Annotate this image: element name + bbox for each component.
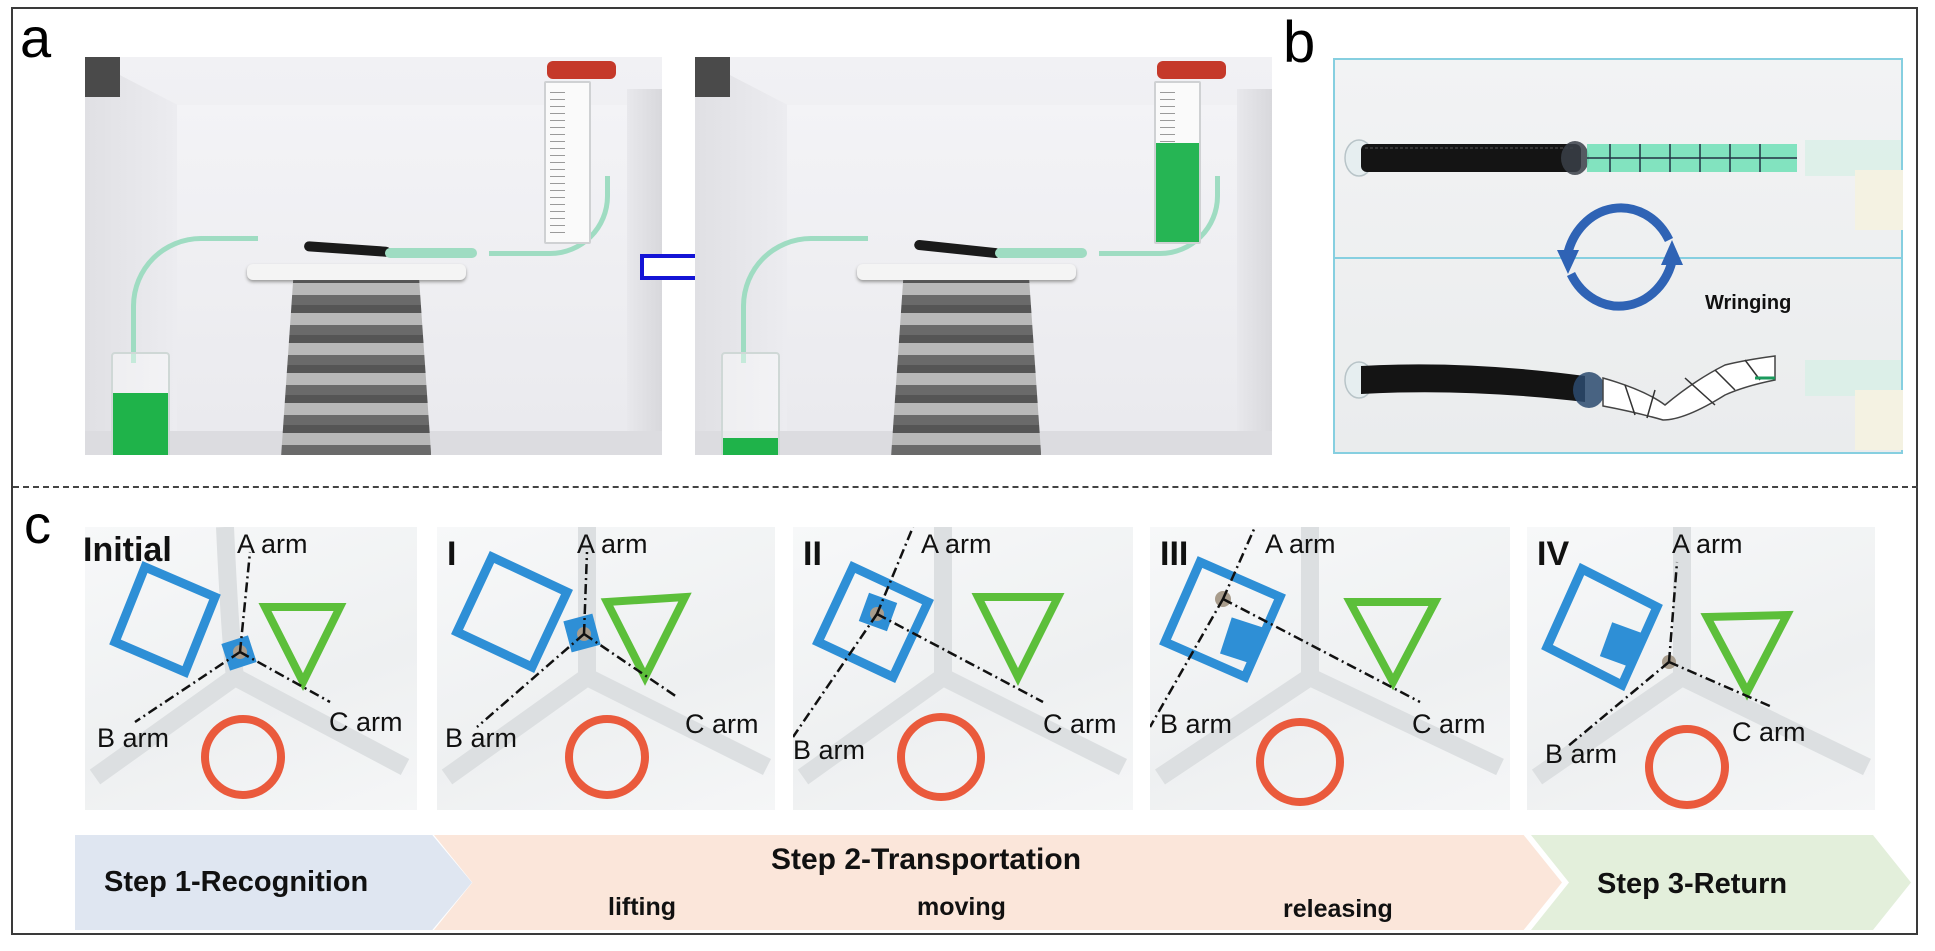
b-arm-label: B arm (445, 723, 518, 753)
substep-lifting: lifting (608, 893, 677, 921)
step-3-label: Step 3-Return (1597, 868, 1788, 900)
stage-photo-initial: Initial A arm B arm C arm (85, 527, 417, 810)
blue-square-target (109, 561, 221, 678)
panel-b-label: b (1283, 10, 1316, 75)
syringe (1153, 80, 1201, 245)
circular-arrows-icon (1562, 203, 1678, 311)
a-arm-label: A arm (1265, 529, 1336, 559)
a-arm-label: A arm (1672, 529, 1743, 559)
a-arm-label: A arm (921, 529, 992, 559)
arm-axes (134, 551, 331, 724)
stage-photo-iv: IV A arm B arm C arm (1527, 527, 1875, 810)
collection-vial (720, 351, 780, 455)
syringe-clamp (1156, 60, 1226, 79)
stage-photo-i: I A arm B arm C arm (437, 527, 775, 810)
stage-photo-iii: III A arm B arm C arm (1150, 527, 1510, 810)
syringe-clamp (546, 60, 616, 79)
stage-title: IV (1537, 535, 1570, 573)
lab-jack (891, 279, 1042, 455)
vial-liquid (722, 438, 778, 455)
outlet-tubing (131, 236, 259, 364)
collection-vial (110, 351, 170, 455)
lab-jack-platform (856, 263, 1076, 280)
b-arm-label: B arm (1160, 709, 1233, 739)
b-arm-label: B arm (1545, 739, 1618, 769)
stage-title: I (447, 535, 457, 573)
panel-b-divider (1335, 257, 1901, 259)
section-divider (13, 486, 1918, 488)
step-1-chevron (75, 835, 472, 930)
panel-a-photo-after (695, 57, 1272, 455)
stage-title: II (803, 535, 822, 573)
tube-after-wringing (1344, 355, 1903, 450)
panel-a-photo-before (85, 57, 662, 455)
stage-title: Initial (85, 531, 172, 569)
lab-jack (281, 279, 432, 455)
green-tube-segment (385, 248, 478, 259)
c-arm-label: C arm (1412, 709, 1486, 739)
lab-jack-platform (246, 263, 466, 280)
wringing-label: Wringing (1705, 292, 1792, 314)
c-arm-label: C arm (1732, 717, 1806, 747)
panel-c-label: c (24, 495, 51, 555)
step-1-label: Step 1-Recognition (104, 866, 369, 898)
outlet-tubing (741, 236, 869, 364)
tube-before-wringing (1344, 139, 1903, 230)
syringe (543, 80, 591, 245)
step-2-chevron (434, 835, 1562, 930)
syringe-liquid (1155, 143, 1199, 243)
wringing-illustration (1344, 139, 1903, 450)
panel-b-photo: Wringing (1333, 58, 1903, 454)
stage-title: III (1160, 535, 1189, 573)
b-arm-label: B arm (793, 735, 866, 765)
figure-frame (11, 7, 1918, 935)
red-ring-target (201, 715, 285, 799)
c-arm-label: C arm (685, 709, 759, 739)
a-arm-label: A arm (577, 529, 648, 559)
b-arm-label: B arm (97, 723, 170, 753)
green-triangle-target (258, 603, 347, 691)
a-arm-label: A arm (237, 529, 308, 559)
step-2-label: Step 2-Transportation (771, 843, 1082, 876)
stage-photo-ii: II A arm B arm C arm (793, 527, 1133, 810)
step-3-chevron (1531, 835, 1911, 930)
substep-moving: moving (917, 893, 1006, 921)
substep-releasing: releasing (1283, 895, 1393, 923)
c-arm-label: C arm (1043, 709, 1117, 739)
vial-liquid (112, 392, 168, 455)
c-arm-label: C arm (329, 707, 403, 737)
panel-a-label: a (20, 6, 52, 69)
green-tube-segment (995, 248, 1088, 259)
